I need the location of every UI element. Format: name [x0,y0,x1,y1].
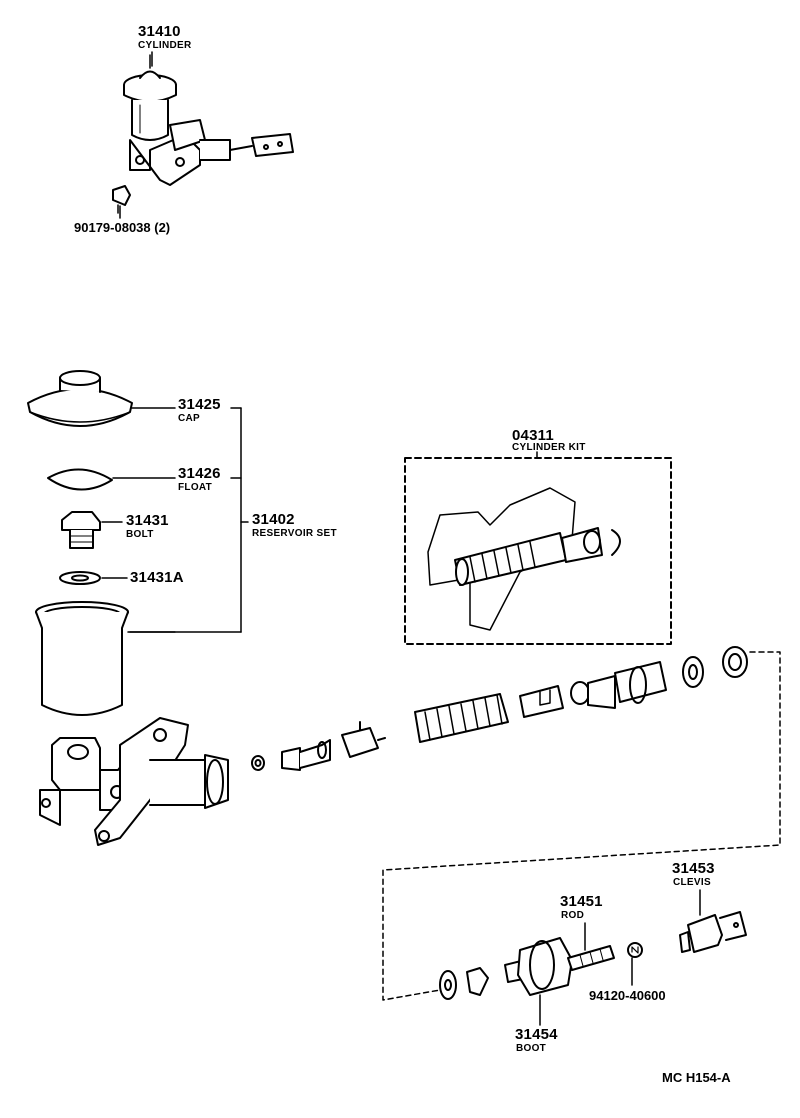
cylinder-kit-box [404,457,672,645]
label-31425-number: 31425 [178,396,221,413]
internal-parts-row [251,646,748,771]
label-90179-number: 90179-08038 (2) [74,220,171,235]
label-04311-number: 04311 [512,427,554,444]
rod-group-connector [382,651,781,1001]
reservoir-set-bracket [129,407,249,633]
assembled-cylinder-illustration [112,54,294,214]
label-31402-name: RESERVOIR SET [252,528,337,539]
rod-group-illustration [439,911,747,1000]
bolt-illustration [61,511,123,549]
label-31454-number: 31454 [515,1026,558,1043]
label-31451-number: 31451 [560,893,603,910]
label-31431-name: BOLT [126,529,154,540]
master-cylinder-body-illustration [39,717,229,846]
label-31402-number: 31402 [252,511,295,528]
label-31451-name: ROD [561,910,585,921]
label-31426-name: FLOAT [178,482,213,493]
figure-code: MC H154-A [662,1070,731,1085]
label-31453-name: CLEVIS [673,877,711,888]
cylinder-kit-illustration [427,487,621,631]
label-31425-name: CAP [178,413,201,424]
cap-illustration [27,370,176,427]
label-31426-number: 31426 [178,465,221,482]
label-04311-name: CYLINDER KIT [512,442,586,453]
label-31453-number: 31453 [672,860,715,877]
label-31410-number: 31410 [138,23,181,40]
washer-illustration [59,571,128,585]
label-31410-name: CYLINDER [138,40,192,51]
label-94120-number: 94120-40600 [589,988,666,1003]
label-31431A-number: 31431A [130,569,184,586]
label-31454-name: BOOT [516,1043,547,1054]
leader-lines [119,51,701,1026]
float-illustration [47,468,176,491]
reservoir-illustration [35,601,176,716]
label-31431-number: 31431 [126,512,169,529]
